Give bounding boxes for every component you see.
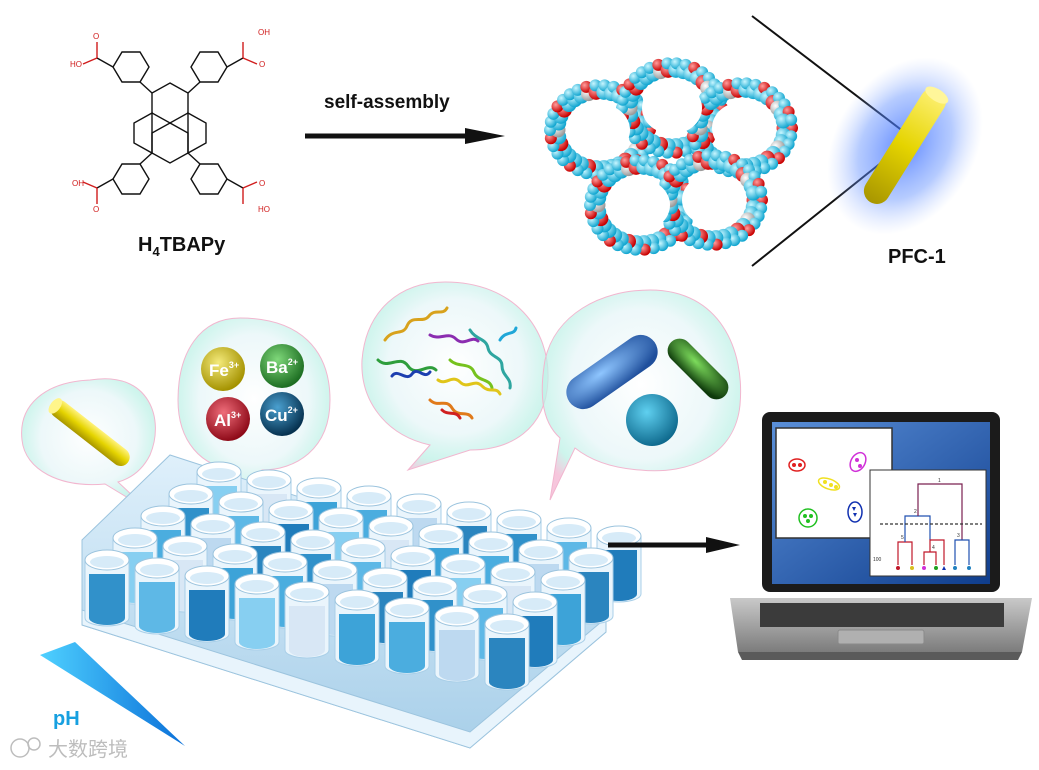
- coccus-bacterium-icon: [626, 394, 678, 446]
- crystal-label: PFC-1: [888, 246, 946, 268]
- protein-ribbon-icon: [376, 306, 518, 420]
- carboxyl-label: O: [93, 205, 99, 214]
- dendrogram-node-label: 1: [938, 478, 941, 484]
- dendrogram-node-label: 4: [932, 545, 935, 551]
- self-assembly-arrow: [305, 128, 505, 144]
- rod-bacterium-green-icon: [667, 338, 729, 400]
- ph-gradient-wedge: [40, 642, 185, 746]
- svg-text:Ba2+: Ba2+: [266, 357, 298, 377]
- ion-charge: 2+: [288, 405, 298, 415]
- carboxyl-label: OH: [72, 179, 84, 188]
- pfc-1-framework-structure: [544, 57, 798, 256]
- well-plate-sensor-array: [81, 454, 642, 749]
- analysis-arrow: [608, 537, 740, 553]
- carboxyl-label: HO: [70, 60, 82, 69]
- bubble-rod: [21, 378, 156, 511]
- dendrogram-node-label: 3: [957, 533, 960, 539]
- watermark-logo: 大数跨境: [10, 737, 128, 761]
- dendrogram-node-label: 5: [901, 535, 904, 541]
- ion-symbol: Cu: [265, 406, 288, 425]
- ion-symbol: Al: [214, 411, 231, 430]
- ion-symbol: Fe: [209, 361, 229, 380]
- svg-text:Al3+: Al3+: [214, 410, 241, 430]
- molecule-name: H4TBAPy: [138, 234, 226, 259]
- carboxyl-label: O: [93, 32, 99, 41]
- ion-symbol: Ba: [266, 358, 288, 377]
- ion-ba: Ba2+: [260, 344, 304, 388]
- dendrogram-branches: [880, 483, 982, 565]
- carboxyl-label: O: [259, 179, 265, 188]
- ion-charge: 3+: [231, 410, 241, 420]
- bubble-proteins: [361, 281, 549, 472]
- carboxyl-label: HO: [258, 205, 270, 214]
- svg-text:Fe3+: Fe3+: [209, 360, 239, 380]
- dendrogram-node-label: 2: [914, 509, 917, 515]
- ion-cu: Cu2+: [260, 392, 304, 436]
- ion-al: Al3+: [206, 397, 250, 441]
- dendrogram-axis-label: 100: [873, 557, 882, 563]
- carboxyl-labels: HO O OH O O OH HO O: [70, 28, 270, 214]
- hierarchical-cluster-dendrogram: [869, 469, 987, 577]
- ion-charge: 3+: [229, 360, 239, 370]
- ion-charge: 2+: [288, 357, 298, 367]
- rod-bacterium-blue-icon: [566, 334, 658, 410]
- ion-fe: Fe3+: [201, 347, 245, 391]
- h4tbapy-molecule-structure: [82, 42, 258, 204]
- ph-label: pH: [53, 708, 80, 730]
- watermark-text: 大数跨境: [48, 737, 128, 761]
- carboxyl-label: OH: [258, 28, 270, 37]
- svg-text:Cu2+: Cu2+: [265, 405, 298, 425]
- carboxyl-label: O: [259, 60, 265, 69]
- bubble-bacteria: [541, 289, 742, 501]
- laptop: 1 2 3 4 5 100: [730, 412, 1032, 660]
- pfc-1-crystal-rod: [827, 57, 983, 235]
- self-assembly-label: self-assembly: [324, 92, 450, 113]
